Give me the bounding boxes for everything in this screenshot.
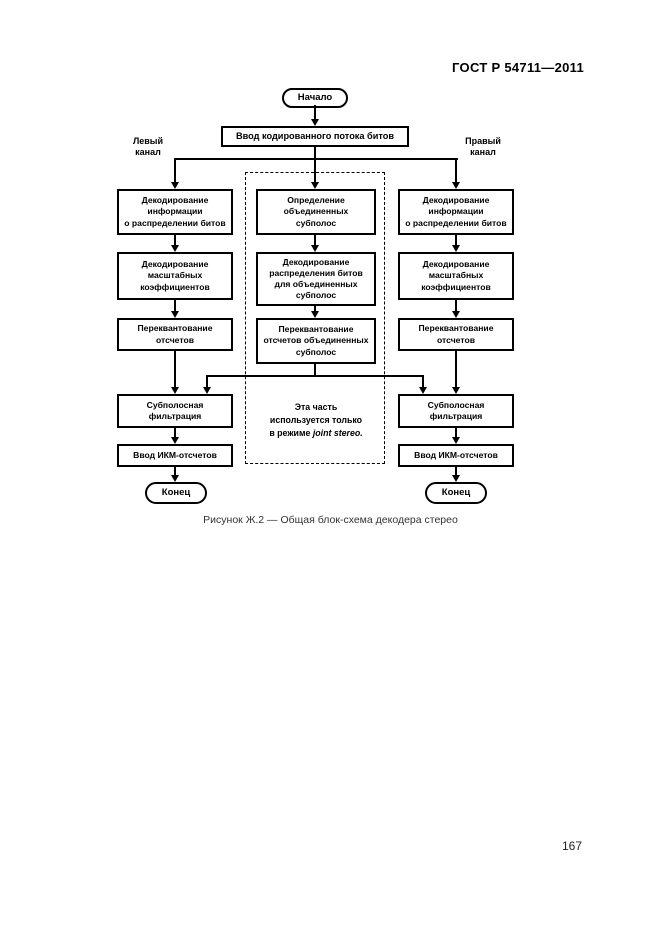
arrowhead-icon bbox=[171, 475, 179, 482]
note-line: используется только bbox=[269, 414, 363, 425]
joint-stereo-note: Эта часть используется только в режиме j… bbox=[250, 401, 382, 439]
joint-stereo-dashed-region bbox=[245, 172, 385, 464]
figure-caption: Рисунок Ж.2 — Общая блок-схема декодера … bbox=[203, 514, 458, 526]
connector-line bbox=[455, 428, 457, 438]
middle-define-joint-box: Определение объединенных субполос bbox=[256, 189, 376, 235]
right-channel-label: Правый канал bbox=[465, 136, 501, 158]
right-decode-info-box: Декодирование информации о распределении… bbox=[398, 189, 514, 235]
right-decode-scale-box: Декодирование масштабных коэффициентов bbox=[398, 252, 514, 300]
connector-line bbox=[422, 377, 424, 388]
connector-line bbox=[455, 467, 457, 476]
middle-decode-bits-box: Декодирование распределения битов для об… bbox=[256, 252, 376, 306]
arrowhead-icon bbox=[171, 387, 179, 394]
left-end-terminal: Конец bbox=[145, 482, 207, 504]
connector-line bbox=[174, 467, 176, 476]
connector-line bbox=[174, 428, 176, 438]
connector-line bbox=[314, 105, 316, 120]
arrowhead-icon bbox=[311, 182, 319, 189]
arrowhead-icon bbox=[452, 245, 460, 252]
left-decode-info-box: Декодирование информации о распределении… bbox=[117, 189, 233, 235]
connector-line bbox=[455, 160, 457, 183]
right-subband-filter-box: Субполосная фильтрация bbox=[398, 394, 514, 428]
connector-line bbox=[455, 235, 457, 246]
left-pcm-box: Ввод ИКМ-отсчетов bbox=[117, 444, 233, 467]
document-header: ГОСТ Р 54711—2011 bbox=[452, 60, 584, 75]
right-pcm-box: Ввод ИКМ-отсчетов bbox=[398, 444, 514, 467]
connector-line bbox=[314, 235, 316, 246]
note-italic: joint stereo. bbox=[312, 427, 363, 438]
arrowhead-icon bbox=[452, 387, 460, 394]
left-requant-box: Переквантование отсчетов bbox=[117, 318, 233, 351]
connector-line bbox=[174, 300, 176, 312]
connector-line bbox=[206, 375, 424, 377]
left-channel-label: Левый канал bbox=[132, 136, 164, 158]
connector-line bbox=[206, 377, 208, 388]
connector-line bbox=[174, 160, 176, 183]
connector-line bbox=[174, 351, 176, 388]
connector-line bbox=[455, 300, 457, 312]
middle-requant-joint-box: Переквантование отсчетов объединенных су… bbox=[256, 318, 376, 364]
right-end-terminal: Конец bbox=[425, 482, 487, 504]
connector-line bbox=[174, 235, 176, 246]
arrowhead-icon bbox=[171, 182, 179, 189]
arrowhead-icon bbox=[311, 245, 319, 252]
connector-line bbox=[174, 158, 458, 160]
arrowhead-icon bbox=[171, 437, 179, 444]
arrowhead-icon bbox=[452, 182, 460, 189]
arrowhead-icon bbox=[311, 119, 319, 126]
connector-line bbox=[314, 364, 316, 376]
connector-line bbox=[314, 306, 316, 312]
connector-line bbox=[455, 351, 457, 388]
left-decode-scale-box: Декодирование масштабных коэффициентов bbox=[117, 252, 233, 300]
arrowhead-icon bbox=[203, 387, 211, 394]
right-requant-box: Переквантование отсчетов bbox=[398, 318, 514, 351]
arrowhead-icon bbox=[452, 437, 460, 444]
arrowhead-icon bbox=[311, 311, 319, 318]
arrowhead-icon bbox=[171, 245, 179, 252]
arrowhead-icon bbox=[452, 311, 460, 318]
note-line: в режиме bbox=[269, 427, 313, 438]
note-line: Эта часть bbox=[294, 402, 338, 412]
flow-input-box: Ввод кодированного потока битов bbox=[221, 126, 409, 147]
arrowhead-icon bbox=[452, 475, 460, 482]
page-number: 167 bbox=[561, 839, 582, 853]
left-subband-filter-box: Субполосная фильтрация bbox=[117, 394, 233, 428]
arrowhead-icon bbox=[171, 311, 179, 318]
arrowhead-icon bbox=[419, 387, 427, 394]
connector-line bbox=[314, 146, 316, 182]
